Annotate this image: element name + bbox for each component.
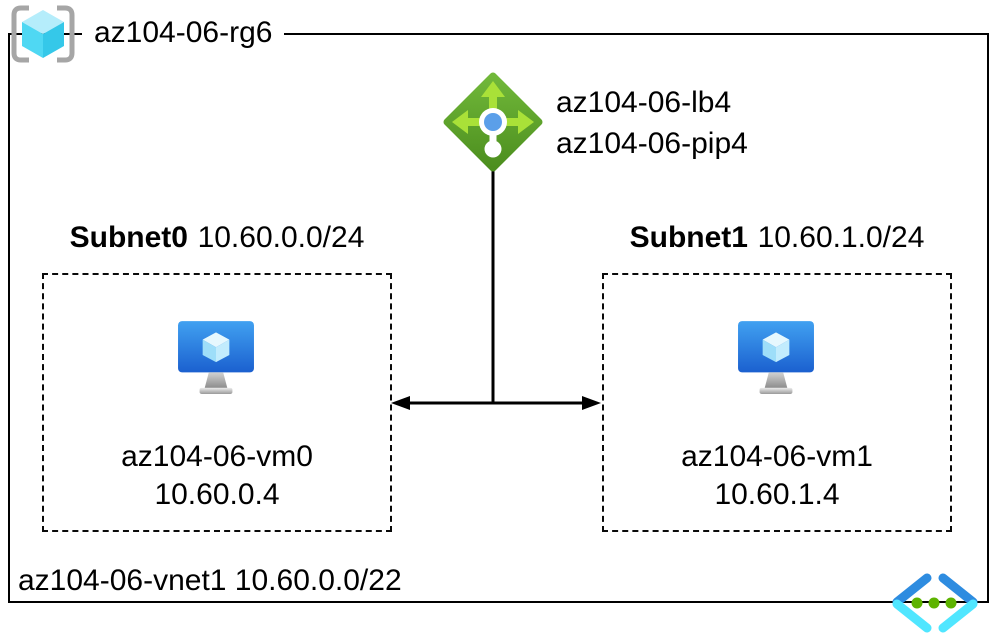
subnet1-name: Subnet1 <box>629 221 748 254</box>
subnet0-label: Subnet0 10.60.0.0/24 <box>42 221 392 255</box>
vm0-labels: az104-06-vm0 10.60.0.4 <box>42 438 392 514</box>
load-balancer-name: az104-06-lb4 <box>556 86 732 119</box>
vm1-name: az104-06-vm1 <box>681 440 873 473</box>
subnet1-cidr: 10.60.1.0/24 <box>757 221 925 254</box>
resource-group-label: az104-06-rg6 <box>82 13 285 53</box>
virtual-machine-icon <box>738 321 814 394</box>
vm1-labels: az104-06-vm1 10.60.1.4 <box>602 438 952 514</box>
vm0-name: az104-06-vm0 <box>121 440 313 473</box>
vm0-ip: 10.60.0.4 <box>154 478 280 511</box>
virtual-network-icon <box>892 573 978 633</box>
resource-group-icon <box>11 5 75 63</box>
resource-group-boundary <box>8 33 989 603</box>
load-balancer-labels: az104-06-lb4 az104-06-pip4 <box>556 82 748 164</box>
subnet1-label: Subnet1 10.60.1.0/24 <box>602 221 952 255</box>
virtual-machine-icon <box>178 321 254 394</box>
subnet0-cidr: 10.60.0.0/24 <box>197 221 365 254</box>
vm1-ip: 10.60.1.4 <box>714 478 840 511</box>
load-balancer-icon <box>443 72 543 172</box>
vnet-label: az104-06-vnet1 10.60.0.0/22 <box>18 564 402 597</box>
subnet0-name: Subnet0 <box>69 221 188 254</box>
subnet1-box <box>602 273 952 532</box>
public-ip-name: az104-06-pip4 <box>556 127 748 160</box>
